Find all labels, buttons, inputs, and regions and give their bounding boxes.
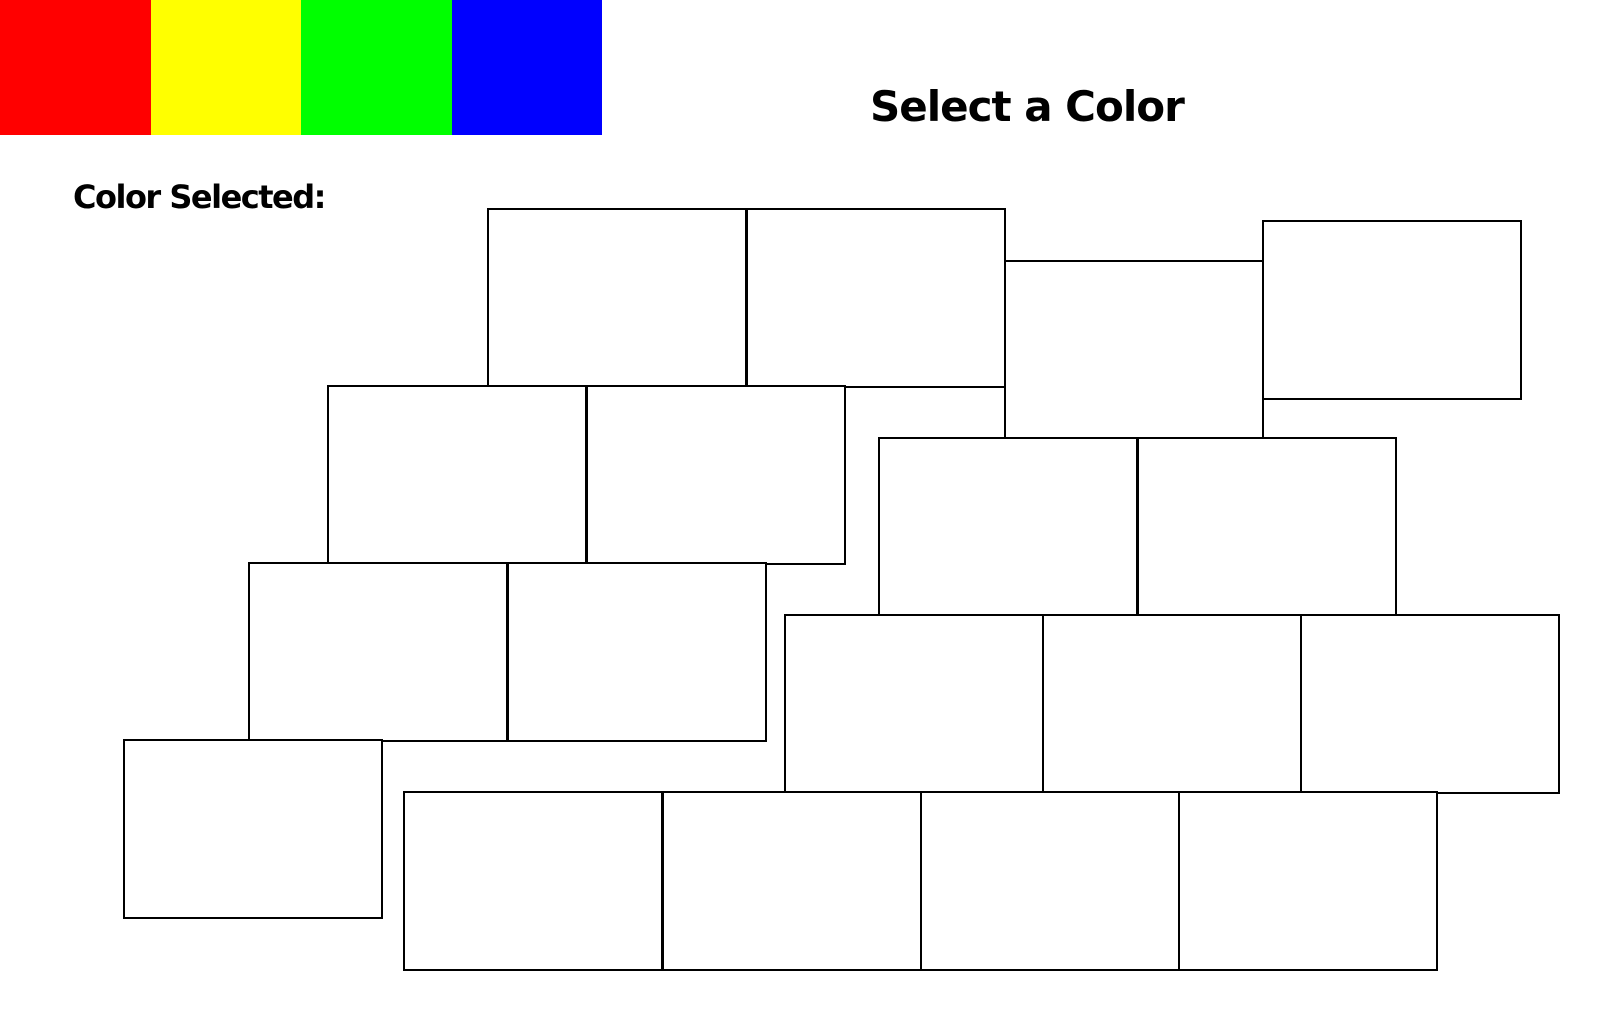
brick[interactable]	[1137, 437, 1397, 617]
brick[interactable]	[746, 208, 1006, 388]
brick[interactable]	[1004, 260, 1264, 440]
brick[interactable]	[920, 791, 1180, 971]
color-palette	[0, 0, 602, 135]
page-title: Select a Color	[870, 82, 1185, 131]
brick[interactable]	[662, 791, 922, 971]
yellow-swatch[interactable]	[150, 0, 301, 135]
brick[interactable]	[1300, 614, 1560, 794]
brick[interactable]	[878, 437, 1138, 617]
color-selected-text: Color Selected:	[73, 178, 326, 216]
color-selected-label: Color Selected:	[73, 178, 326, 216]
red-swatch[interactable]	[0, 0, 151, 135]
brick[interactable]	[327, 385, 587, 565]
brick[interactable]	[507, 562, 767, 742]
green-swatch[interactable]	[301, 0, 452, 135]
brick[interactable]	[586, 385, 846, 565]
brick[interactable]	[1042, 614, 1302, 794]
brick[interactable]	[403, 791, 663, 971]
brick[interactable]	[248, 562, 508, 742]
brick[interactable]	[784, 614, 1044, 794]
brick[interactable]	[487, 208, 747, 388]
brick[interactable]	[1178, 791, 1438, 971]
brick[interactable]	[123, 739, 383, 919]
blue-swatch[interactable]	[451, 0, 602, 135]
brick[interactable]	[1262, 220, 1522, 400]
